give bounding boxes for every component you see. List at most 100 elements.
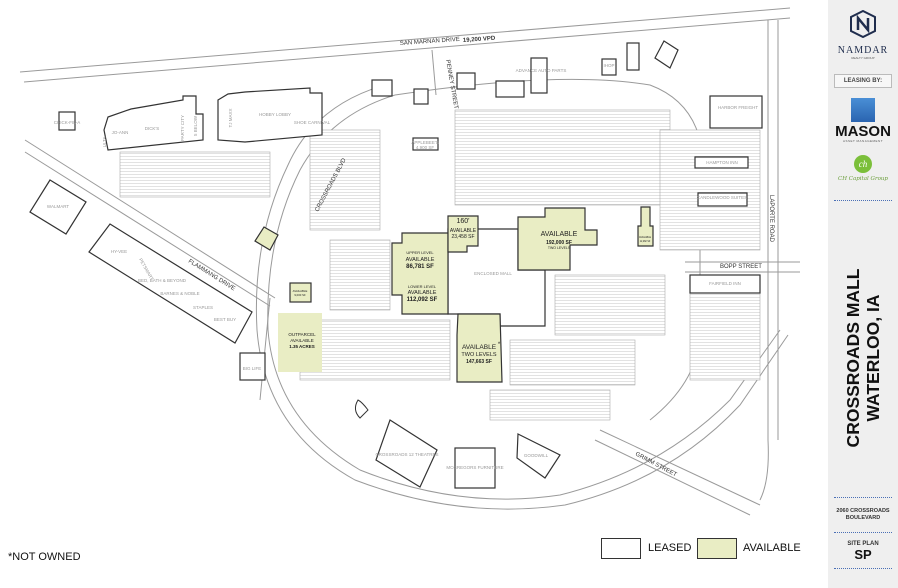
svg-text:SHOE CARNIVAL: SHOE CARNIVAL	[294, 120, 331, 125]
svg-text:JO-ANN: JO-ANN	[112, 130, 129, 135]
svg-text:PARTY CITY: PARTY CITY	[180, 115, 185, 141]
svg-text:12,282 SF: 12,282 SF	[640, 241, 651, 243]
title-line-1: CROSSROADS MALL	[843, 268, 863, 448]
svg-text:LOWER LEVEL: LOWER LEVEL	[408, 284, 437, 289]
svg-text:HAMPTON INN: HAMPTON INN	[706, 160, 737, 165]
svg-text:23,458 SF: 23,458 SF	[451, 234, 474, 240]
svg-text:GOODWILL: GOODWILL	[524, 453, 549, 458]
svg-text:APPLEBEE'S: APPLEBEE'S	[411, 140, 438, 145]
available-outparcel: OUTPARCEL AVAILABLE 1.35 ACRES	[278, 313, 322, 372]
divider	[834, 532, 892, 533]
svg-text:HARBOR FREIGHT: HARBOR FREIGHT	[718, 105, 759, 110]
svg-text:BARNES & NOBLE: BARNES & NOBLE	[160, 291, 199, 296]
svg-text:FAIRFIELD INN: FAIRFIELD INN	[709, 281, 741, 286]
svg-text:MCGREGORS FURNITURE: MCGREGORS FURNITURE	[446, 465, 503, 470]
legend-label-available: AVAILABLE	[743, 542, 801, 554]
road-label-san-marnan: SAN MARNAN DRIVE	[400, 37, 460, 47]
sheet-number: SP	[854, 547, 872, 562]
mason-brand: MASON	[835, 123, 891, 140]
svg-text:WALMART: WALMART	[47, 204, 70, 209]
retail-strip-flammang: HY-VEE PETSMART BED, BATH & BEYOND BARNE…	[88, 223, 253, 344]
svg-text:IHOP: IHOP	[603, 63, 614, 68]
svg-text:AVAILABLE: AVAILABLE	[541, 231, 578, 238]
road-label-bopp: BOPP STREET	[720, 264, 762, 270]
ch-capital-logo-icon: ch	[854, 155, 872, 173]
north-outparcels: ADVANCE AUTO PARTS IHOP	[371, 40, 679, 105]
namdar-sub: REALTY GROUP	[851, 56, 875, 60]
joann-dicks-building: ULTA JO-ANN DICK'S PARTY CITY 5 BELOW	[102, 95, 204, 151]
svg-text:TJ MAXX: TJ MAXX	[228, 108, 233, 127]
leasing-by-label: LEASING BY:	[834, 74, 892, 88]
svg-text:AVAILABLE: AVAILABLE	[450, 228, 477, 234]
legend-swatch-available	[697, 538, 737, 559]
namdar-logo-icon	[850, 9, 876, 39]
svg-text:CANDLEWOOD SUITES: CANDLEWOOD SUITES	[697, 195, 747, 200]
road-label-laporte: LAPORTE ROAD	[768, 195, 774, 243]
available-west-anchor: UPPER LEVEL AVAILABLE 86,781 SF LOWER LE…	[391, 232, 449, 315]
svg-text:UPPER LEVEL: UPPER LEVEL	[406, 250, 434, 255]
svg-text:ADVANCE AUTO PARTS: ADVANCE AUTO PARTS	[516, 68, 567, 73]
title-block-sidebar: NAMDAR REALTY GROUP LEASING BY: MASON AS…	[828, 0, 898, 588]
available-east-anchor: AVAILABLE 192,000 SF TWO LEVELS	[517, 207, 598, 271]
goodwill-building: GOODWILL	[516, 433, 561, 479]
svg-text:ENCLOSED MALL: ENCLOSED MALL	[474, 271, 512, 276]
svg-text:DICK'S: DICK'S	[145, 126, 160, 131]
svg-text:HOBBY LOBBY: HOBBY LOBBY	[259, 112, 291, 117]
big-life-building: BIG LIFE	[239, 352, 266, 381]
svg-text:147,663 SF: 147,663 SF	[466, 359, 492, 365]
available-east-pad: AVAILABLE 12,282 SF	[637, 206, 654, 247]
traffic-count: 19,200 VPD	[463, 36, 496, 44]
site-plan: WALMART HY-VEE PETSMART BED, BATH & BEYO…	[19, 7, 800, 516]
svg-text:112,092 SF: 112,092 SF	[407, 297, 438, 303]
svg-text:HY-VEE: HY-VEE	[111, 249, 127, 254]
svg-text:ULTA: ULTA	[102, 137, 107, 148]
svg-text:9,000 SF: 9,000 SF	[294, 293, 306, 297]
mason-sub: ASSET MANAGEMENT	[842, 139, 884, 143]
svg-text:AVAILABLE: AVAILABLE	[406, 257, 435, 263]
svg-text:192,000 SF: 192,000 SF	[546, 240, 572, 246]
svg-text:AVAILABLE: AVAILABLE	[462, 344, 497, 351]
divider	[834, 200, 892, 201]
chick-fil-a-building: CHICK-FIL-A	[54, 111, 81, 131]
svg-text:BIG LIFE: BIG LIFE	[243, 366, 262, 371]
divider	[834, 497, 892, 498]
roads	[19, 7, 800, 516]
not-owned-note: *NOT OWNED	[8, 551, 81, 563]
svg-text:*: *	[498, 342, 501, 348]
ch-capital-brand: CH Capital Group	[838, 176, 888, 182]
svg-text:AVAILABLE: AVAILABLE	[639, 236, 652, 239]
svg-text:5 BELOW: 5 BELOW	[193, 115, 198, 136]
svg-text:BED, BATH & BEYOND: BED, BATH & BEYOND	[138, 278, 187, 283]
site-plan-label: SITE PLAN	[847, 541, 879, 547]
svg-text:CROSSROADS 12 THEATRES: CROSSROADS 12 THEATRES	[375, 452, 438, 457]
svg-text:86,781 SF: 86,781 SF	[406, 264, 434, 270]
svg-text:CHICK-FIL-A: CHICK-FIL-A	[54, 120, 81, 125]
parking-areas	[119, 109, 761, 421]
mason-building-icon	[851, 98, 875, 122]
svg-text:AVAILABLE: AVAILABLE	[408, 290, 437, 296]
hobby-lobby-building: TJ MAXX HOBBY LOBBY SHOE CARNIVAL	[217, 87, 331, 143]
title-line-2: WATERLOO, IA	[863, 294, 883, 422]
available-pad-small	[254, 226, 279, 251]
east-hotels: HARBOR FREIGHT HAMPTON INN CANDLEWOOD SU…	[689, 95, 763, 294]
svg-text:AVAILABLE: AVAILABLE	[293, 289, 308, 293]
svg-text:AVAILABLE: AVAILABLE	[290, 338, 314, 343]
svg-text:1.35 ACRES: 1.35 ACRES	[289, 344, 315, 349]
svg-text:TWO LEVELS: TWO LEVELS	[548, 246, 571, 250]
svg-text:TWO LEVELS: TWO LEVELS	[461, 352, 496, 358]
legend-swatch-leased	[601, 538, 641, 559]
legend-label-leased: LEASED	[648, 542, 692, 554]
svg-text:STAPLES: STAPLES	[193, 305, 213, 310]
svg-text:OUTPARCEL: OUTPARCEL	[288, 332, 316, 337]
svg-text:BEST BUY: BEST BUY	[214, 317, 236, 322]
mcgregors-building: MCGREGORS FURNITURE	[446, 447, 504, 489]
available-south-anchor: AVAILABLE * TWO LEVELS 147,663 SF	[456, 313, 503, 383]
svg-text:160': 160'	[456, 218, 469, 225]
theatres-building: CROSSROADS 12 THEATRES	[375, 419, 439, 488]
namdar-brand: NAMDAR	[837, 45, 889, 56]
walmart-building: WALMART	[29, 179, 87, 235]
applebees-building: APPLEBEE'S 4,900 SF	[411, 137, 439, 151]
svg-text:4,900 SF: 4,900 SF	[416, 145, 435, 150]
